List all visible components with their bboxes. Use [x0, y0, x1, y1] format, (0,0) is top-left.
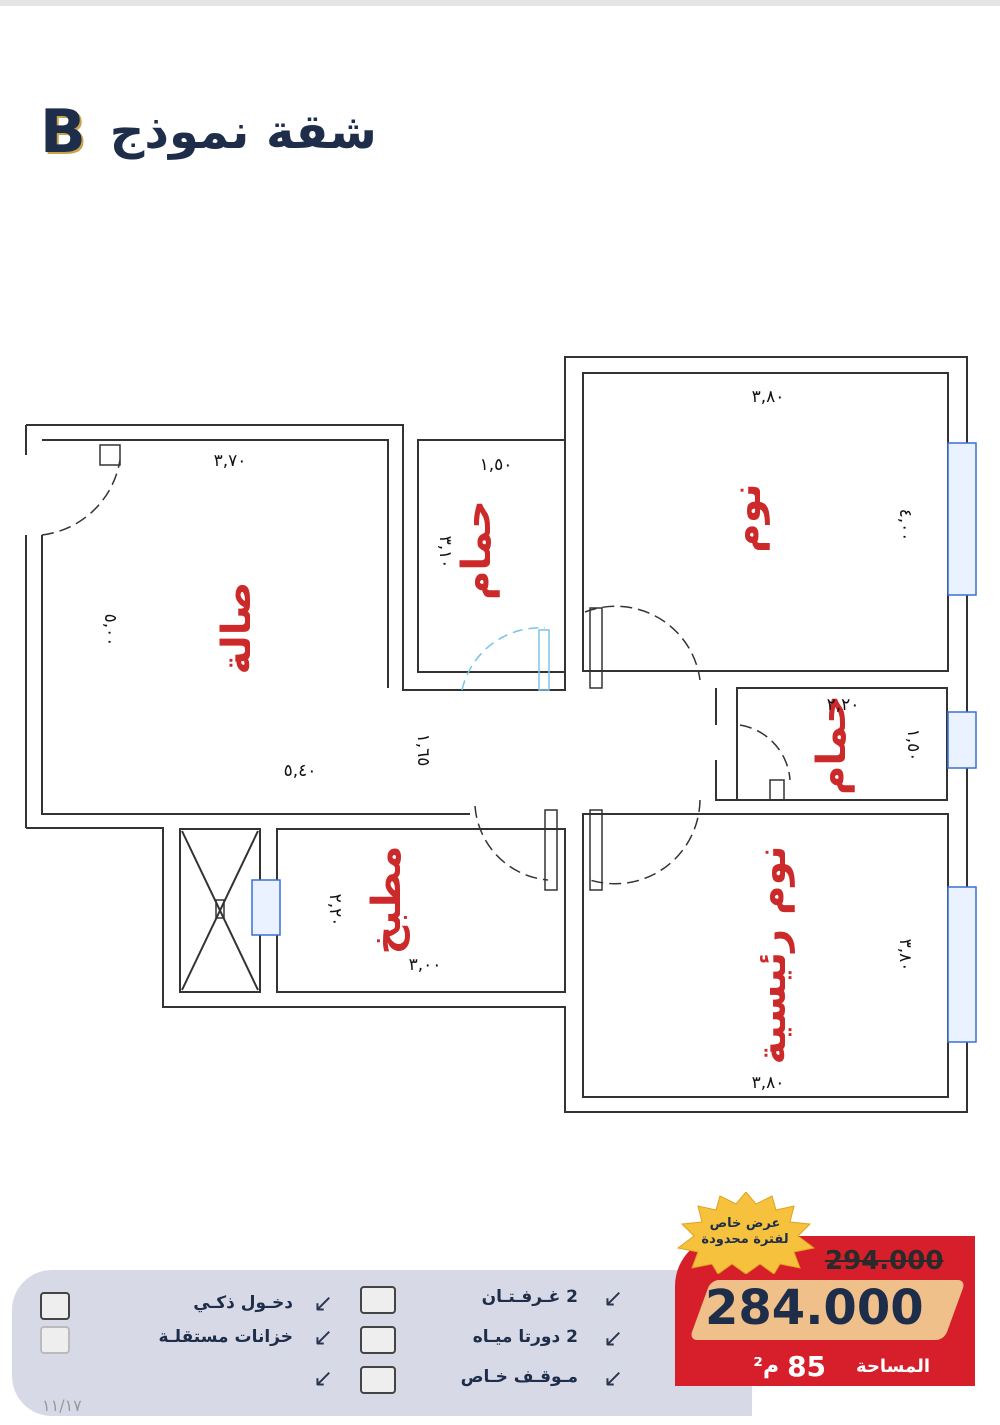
smart-lock-icon	[40, 1292, 70, 1320]
title-text: شقة نموذج	[109, 104, 377, 160]
arrow-icon: ↙	[602, 1364, 624, 1392]
feature-water-tanks-label: خزانات مستقلـة	[158, 1327, 293, 1347]
bathtub-icon	[360, 1326, 396, 1354]
feature-baths: 2 دورتا ميـاه	[400, 1322, 578, 1352]
page-title: شقة نموذج B	[40, 92, 440, 172]
feature-baths-label: 2 دورتا ميـاه	[472, 1327, 578, 1347]
feature-smart-entry-label: دخـول ذكـي	[193, 1293, 293, 1313]
dim-bed1-h: ٤,٠٠	[895, 509, 915, 542]
floor-plan: صالة حمام نوم حمام مطبخ نوم رئيسية ٣,٧٠ …	[25, 356, 977, 1113]
top-divider	[0, 0, 1000, 6]
feature-parking: مـوقـف خـاص	[400, 1362, 578, 1392]
new-price: 284.000	[705, 1280, 924, 1336]
arrow-icon: ↙	[602, 1324, 624, 1352]
feature-water-tanks: خزانات مستقلـة	[108, 1322, 293, 1352]
dim-kitchen-h: ٢,٢٠	[325, 894, 345, 927]
feature-rooms: 2 غـرفـتـان	[400, 1282, 578, 1312]
area-unit: م²	[753, 1353, 780, 1379]
dim-master-h: ٣,٨٠	[895, 939, 915, 972]
dim-corridor-w: ٥,٤٠	[284, 761, 317, 781]
offer-badge-line2: لفترة محدودة	[701, 1232, 789, 1247]
feature-rooms-label: 2 غـرفـتـان	[481, 1287, 578, 1307]
room-label-living: صالة	[214, 582, 260, 675]
dim-kitchen-w: ٣,٠٠	[409, 955, 442, 975]
arrow-icon: ↙	[312, 1364, 334, 1392]
old-price: 294.000	[825, 1246, 944, 1276]
room-label-bed1: نوم	[724, 483, 770, 552]
arrow-icon: ↙	[602, 1284, 624, 1312]
dim-bath2-w: ٢,٢٠	[827, 695, 860, 715]
dim-bath1-h: ٣,١٠	[435, 536, 455, 569]
dim-bath1-w: ١,٥٠	[480, 455, 513, 475]
area-row: المساحة 85 م²	[700, 1346, 930, 1386]
feature-smart-entry: دخـول ذكـي	[108, 1288, 293, 1318]
dim-bath2-h: ١,٥٠	[903, 729, 923, 762]
feature-parking-label: مـوقـف خـاص	[460, 1367, 578, 1387]
offer-badge	[676, 1192, 816, 1274]
page-number: ١١/١٧	[42, 1396, 82, 1415]
bed-icon	[360, 1286, 396, 1314]
room-label-bath2: حمام	[809, 695, 855, 795]
arrow-icon: ↙	[312, 1323, 334, 1351]
area-label: المساحة	[856, 1355, 930, 1377]
room-label-kitchen: مطبخ	[364, 846, 410, 955]
offer-badge-line1: عرض خاص	[709, 1216, 781, 1231]
dim-living-h: ٥,٠٠	[100, 614, 120, 647]
offer-badge-text: عرض خاص لفترة محدودة	[690, 1216, 800, 1248]
room-label-master: نوم رئيسية	[749, 845, 795, 1064]
title-letter: B	[40, 97, 86, 167]
arrow-icon: ↙	[312, 1289, 334, 1317]
room-label-bath1: حمام	[454, 500, 500, 600]
water-tank-icon	[40, 1326, 70, 1354]
area-value: 85	[787, 1349, 827, 1383]
dim-master-w: ٣,٨٠	[752, 1073, 785, 1093]
dim-living-w: ٣,٧٠	[214, 451, 247, 471]
dim-corridor-h: ١,٦٥	[413, 734, 433, 767]
car-icon	[360, 1366, 396, 1394]
dim-bed1-w: ٣,٨٠	[752, 387, 785, 407]
